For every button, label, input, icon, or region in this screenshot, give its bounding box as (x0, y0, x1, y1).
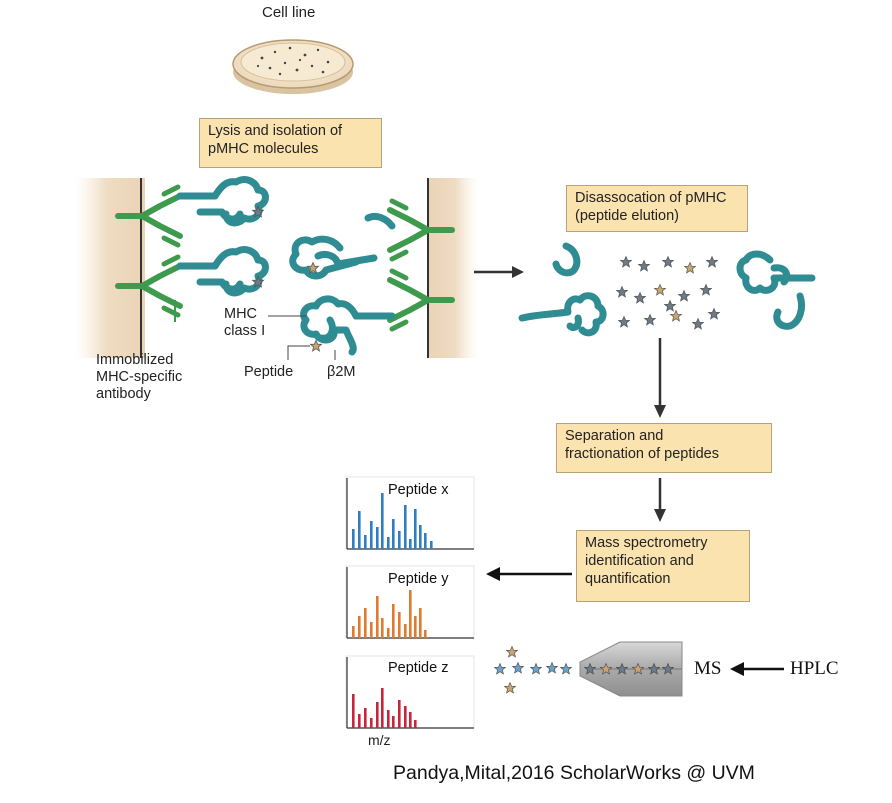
spectrum-peak (387, 537, 390, 549)
petri-dish-icon (232, 39, 354, 94)
spectrum-peak (381, 493, 384, 549)
spectrum-peak (392, 519, 395, 549)
antibody-label-line-3: antibody (96, 386, 151, 402)
credit-text: Pandya,Mital,2016 ScholarWorks @ UVM (393, 762, 755, 784)
spectrum-peak (358, 616, 361, 638)
spectrum-peak (409, 590, 412, 638)
spectrum-peak (424, 533, 427, 549)
step-dissociation-line-1: Disassocation of pMHC (575, 190, 727, 206)
step-lysis-line-2: pMHC molecules (208, 141, 319, 157)
spectrum-peak (376, 527, 379, 549)
mhc-label: MHC class I (224, 306, 265, 340)
spectrum-y (345, 565, 475, 639)
step-mass-spec-box: Mass spectrometry identification and qua… (576, 530, 750, 602)
spectrum-z (345, 655, 475, 729)
spectrum-peak (398, 531, 401, 549)
antibody-label-line-1: Immobilized (96, 352, 174, 368)
spectrum-peak (398, 612, 401, 638)
mhc-molecule-icon (176, 176, 396, 356)
antibody-label-line-2: MHC-specific (96, 369, 183, 385)
spectrum-peak (376, 596, 379, 638)
b2m-label: β2M (327, 364, 356, 380)
spectrum-peak (414, 720, 417, 728)
antibody-icon (115, 184, 455, 332)
step-mass-spec-line-2: identification and (585, 553, 694, 569)
arrow-left-icon (486, 567, 572, 581)
spectrum-peak (398, 700, 401, 728)
eluted-peptides (616, 256, 720, 330)
spectrum-peak (358, 511, 361, 549)
ms-label: MS (694, 658, 722, 679)
spectrum-peak (419, 608, 422, 638)
spectrum-y-title: Peptide y (388, 571, 449, 587)
spectrum-peak (370, 718, 373, 728)
spectrum-peak (364, 708, 367, 728)
spectrum-peak (424, 630, 427, 638)
spectrum-peak (352, 694, 355, 728)
step-lysis-line-1: Lysis and isolation of (208, 123, 343, 139)
step-mass-spec-line-1: Mass spectrometry (585, 535, 708, 551)
spectrum-peak (364, 608, 367, 638)
spectrum-peak (370, 622, 373, 638)
arrow-left-hplc-icon (730, 662, 784, 676)
spectrum-peak (352, 626, 355, 638)
spectrum-peak (392, 604, 395, 638)
spectrum-peak (404, 624, 407, 638)
spectrum-peak (381, 688, 384, 728)
spectrum-x (345, 476, 475, 550)
affinity-column (75, 178, 478, 358)
cell-line-label: Cell line (262, 4, 316, 21)
arrow-right-icon (474, 266, 524, 278)
spectrum-peak (364, 535, 367, 549)
eluted-mhc-fragments (518, 242, 816, 337)
spectrum-peak (404, 706, 407, 728)
leader-lines (268, 315, 336, 360)
spectrum-z-title: Peptide z (388, 660, 449, 676)
mz-axis-label: m/z (368, 732, 391, 748)
spectrum-x-title: Peptide x (388, 482, 449, 498)
step-dissociation-line-2: (peptide elution) (575, 208, 679, 224)
spectrum-peak (430, 541, 433, 549)
spectrum-peak (392, 716, 395, 728)
antibody-label: Immobilized MHC-specific antibody (96, 352, 182, 403)
step-separation-line-1: Separation and (565, 428, 664, 444)
spectrum-peak (381, 618, 384, 638)
mhc-label-line-2: class I (224, 323, 266, 339)
spectrum-peak (376, 702, 379, 728)
step-lysis-box: Lysis and isolation of pMHC molecules (199, 118, 382, 168)
peptide-label: Peptide (244, 364, 294, 380)
spectrum-peak (414, 616, 417, 638)
step-dissociation-box: Disassocation of pMHC (peptide elution) (566, 185, 748, 232)
step-mass-spec-line-3: quantification (585, 571, 671, 587)
step-separation-line-2: fractionation of peptides (565, 446, 719, 462)
spectrum-peak (387, 628, 390, 638)
spectrum-peak (352, 529, 355, 549)
step-separation-box: Separation and fractionation of peptides (556, 423, 772, 473)
spectrum-peak (414, 509, 417, 549)
mhc-label-line-1: MHC (224, 306, 258, 322)
hplc-label: HPLC (790, 658, 839, 679)
spectrum-peak (419, 525, 422, 549)
spectrum-peak (404, 505, 407, 549)
spectrum-peak (358, 714, 361, 728)
spectrum-peak (387, 710, 390, 728)
spectrum-peak (409, 539, 412, 549)
spectrum-peak (409, 712, 412, 728)
spectrum-peak (370, 521, 373, 549)
arrow-down-icon (654, 338, 666, 522)
